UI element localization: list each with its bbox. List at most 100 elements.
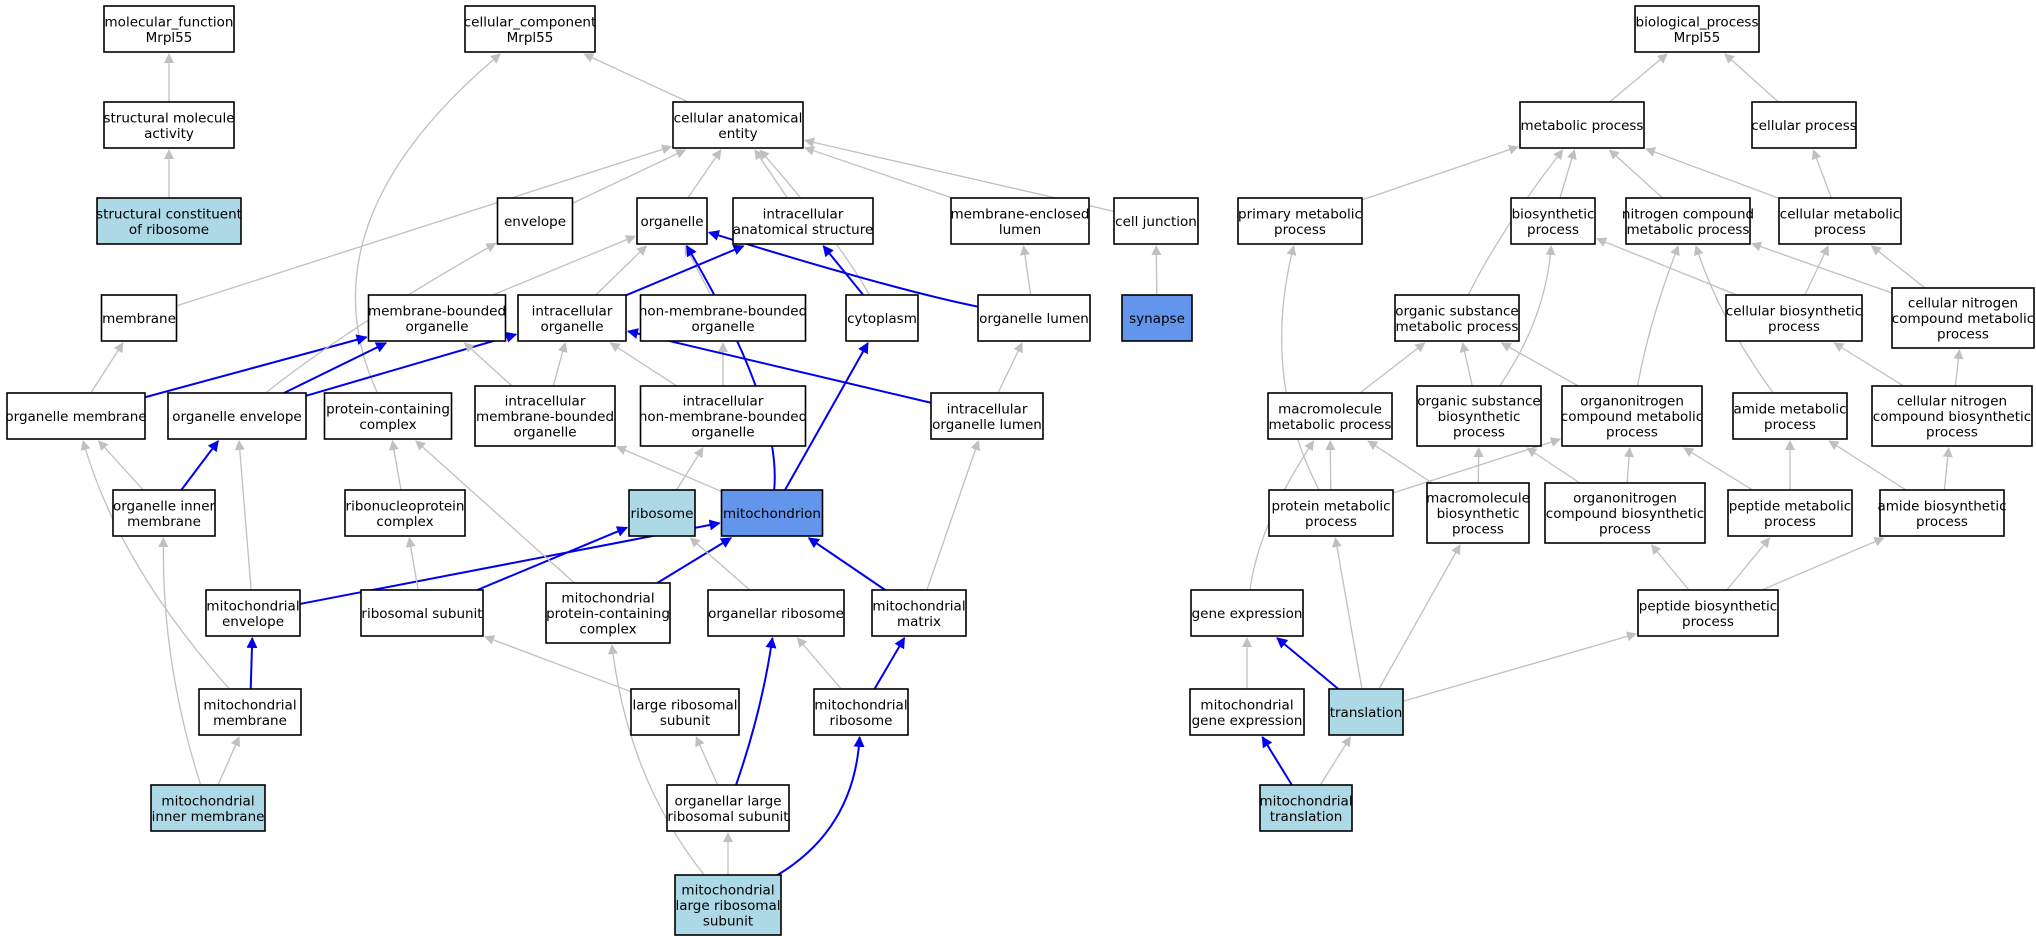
node-box (1561, 385, 1703, 447)
node-cyt[interactable]: cytoplasm (845, 294, 919, 342)
edge-mmp-to-osmp (1359, 342, 1426, 394)
edge-lrsu-to-rsu (484, 635, 632, 693)
node-env[interactable]: envelope (496, 197, 574, 245)
node-label: biosynthetic (1437, 506, 1520, 522)
edge-ias-to-cae (754, 149, 788, 199)
edge-cmp-to-metp (1645, 147, 1780, 199)
node-inmbo[interactable]: intracellularnon-membrane-boundedorganel… (639, 385, 807, 447)
node-label: macromolecule (1278, 401, 1382, 417)
node-label: organellar large (674, 793, 781, 809)
edge-syn-to-cj (1151, 245, 1162, 296)
edge-trans-to-protmp (1332, 537, 1363, 690)
node-rsu[interactable]: ribosomal subunit (360, 589, 484, 637)
edge-mlrs-to-mrib (777, 735, 865, 876)
edge-iol-to-io (626, 328, 932, 404)
node-label: biosynthetic (1438, 409, 1521, 425)
node-ol[interactable]: organelle lumen (977, 294, 1091, 342)
node-cj[interactable]: cell junction (1113, 197, 1199, 245)
node-label: intracellular (763, 206, 844, 222)
node-box (1544, 482, 1706, 544)
node-rib[interactable]: ribosome (628, 489, 696, 537)
edge-oncmp-to-osmp (1500, 342, 1579, 387)
edge-mtrans-to-mge (1261, 736, 1293, 786)
edge-om-to-mbo (144, 334, 368, 399)
node-label: subunit (660, 713, 710, 729)
node-mem[interactable]: membrane (100, 294, 178, 342)
node-org[interactable]: organelle (636, 197, 708, 245)
node-om[interactable]: organelle membrane (5, 392, 147, 440)
node-label: ribosome (830, 713, 893, 729)
node-label: organelle (513, 425, 576, 441)
node-syn[interactable]: synapse (1121, 294, 1193, 342)
node-mito[interactable]: mitochondrion (720, 489, 824, 537)
node-label: metabolic process (1269, 417, 1392, 433)
node-oe[interactable]: organelle envelope (167, 392, 307, 440)
node-label: ribosomal subunit (667, 809, 788, 825)
node-label: cellular biosynthetic (1726, 303, 1862, 319)
node-box (707, 589, 845, 637)
node-orib[interactable]: organellar ribosome (707, 589, 845, 637)
node-label: process (1274, 222, 1326, 238)
node-label: envelope (504, 214, 566, 230)
edge-io-to-ias (625, 244, 745, 297)
edge-mmat-to-mito (807, 537, 886, 591)
edge-mim-to-oim (158, 537, 202, 786)
node-cellp[interactable]: cellular process (1751, 101, 1857, 149)
node-box (103, 5, 235, 53)
edge-trans-to-pbp (1402, 631, 1637, 702)
node-label: mitochondrion (723, 506, 821, 522)
node-trans[interactable]: translation (1328, 688, 1404, 736)
node-ge[interactable]: gene expression (1190, 589, 1304, 637)
node-metp[interactable]: metabolic process (1519, 101, 1645, 149)
node-label: process (1814, 222, 1866, 238)
node-box (344, 489, 466, 537)
